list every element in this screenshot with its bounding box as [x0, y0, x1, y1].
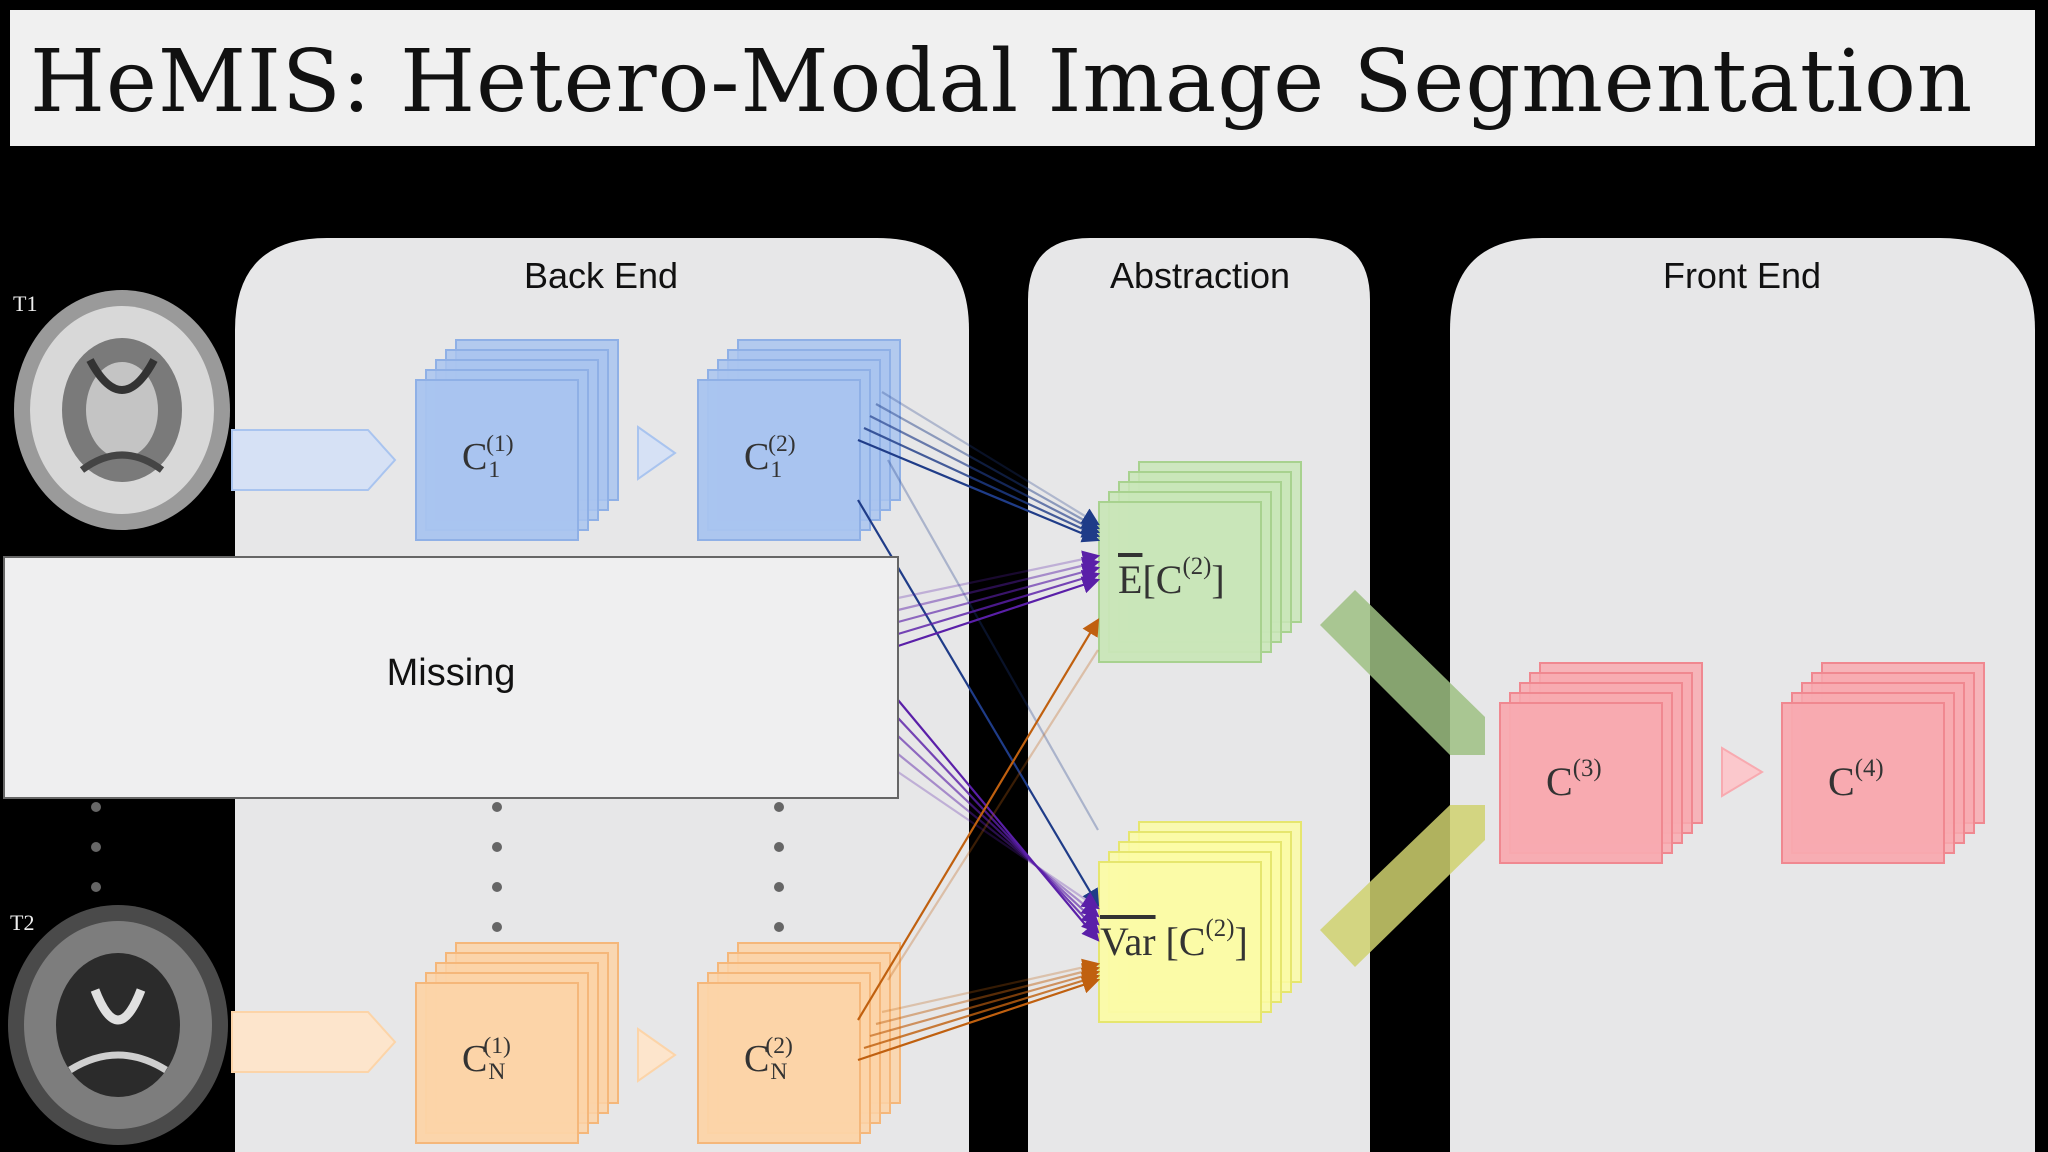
var-label: Var [C(2)] [1100, 915, 1248, 964]
connection-line [857, 438, 1101, 543]
c1-2-label: C1(2) [744, 431, 796, 484]
connection-line [887, 649, 1099, 981]
connection-line [897, 569, 1101, 636]
connection-line [881, 958, 1101, 1014]
connection-line [897, 771, 1100, 910]
connection-line [887, 459, 1099, 831]
connection-line [897, 557, 1101, 612]
cN-2-label: CN(2) [744, 1033, 793, 1086]
c3-label: C(3) [1546, 755, 1602, 804]
t1-input-arrow [231, 429, 397, 491]
c1-1-label: C1(1) [462, 431, 514, 484]
front-end-panel [1450, 238, 2035, 1152]
stack-mean [1098, 461, 1302, 663]
t2-label: T2 [10, 910, 35, 935]
connection-line [857, 976, 1101, 1062]
connection-line [897, 576, 1101, 648]
stack-c1-layer1 [415, 339, 619, 541]
abstraction-label: Abstraction [1110, 255, 1290, 296]
connection-line [863, 972, 1101, 1050]
t2-input-arrow [231, 1011, 397, 1073]
cN-1-label: CN(1) [462, 1033, 511, 1086]
connection-line [897, 550, 1101, 600]
t1-label: T1 [13, 291, 38, 316]
missing-label: Missing [386, 652, 516, 694]
stack-cN-layer2 [697, 942, 901, 1144]
t1-brain-image [14, 290, 230, 530]
stack-c1-layer2 [697, 339, 901, 541]
t1-layer-arrow [637, 425, 677, 481]
front-layer-arrow [1721, 746, 1764, 798]
mean-to-front-arrow [1320, 590, 1485, 755]
stack-c3 [1499, 662, 1703, 864]
title-bar: HeMIS: Hetero-Modal Image Segmentation [10, 10, 2035, 146]
connection-line [863, 427, 1100, 538]
connection-line [857, 618, 1100, 1021]
t2-layer-arrow [637, 1027, 677, 1083]
ellipsis-dots [91, 802, 784, 932]
back-end-label: Back End [524, 255, 678, 296]
front-end-label: Front End [1663, 255, 1821, 296]
missing-modality-box: Missing [3, 556, 899, 799]
stack-c4 [1781, 662, 1985, 864]
connection-line [881, 391, 1100, 526]
connection-line [897, 753, 1100, 918]
t2-brain-image [8, 905, 228, 1145]
connection-line [897, 563, 1101, 624]
connection-line [897, 735, 1100, 926]
connection-line [869, 415, 1100, 533]
connection-line [875, 403, 1100, 530]
c4-label: C(4) [1828, 755, 1884, 804]
slide-title: HeMIS: Hetero-Modal Image Segmentation [30, 32, 1974, 132]
mean-label: E[C(2)] [1118, 553, 1225, 602]
var-to-front-arrow [1320, 805, 1485, 967]
connection-line [869, 967, 1101, 1038]
connection-line [897, 699, 1100, 942]
stack-var [1098, 821, 1302, 1023]
connection-line [875, 963, 1101, 1026]
connection-line [897, 717, 1100, 934]
stack-cN-layer1 [415, 942, 619, 1144]
